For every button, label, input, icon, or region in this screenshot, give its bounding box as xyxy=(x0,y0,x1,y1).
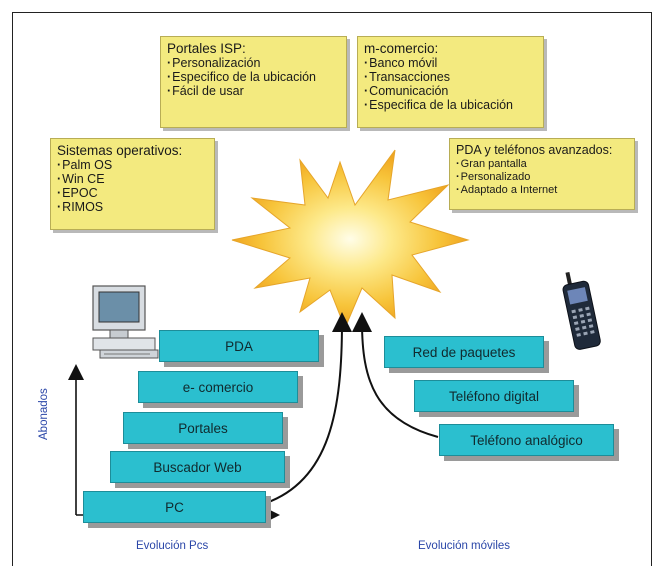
note-item: Fácil de usar xyxy=(167,84,340,98)
step-label: Teléfono digital xyxy=(448,388,540,404)
x-axis-label-pc: Evolución Pcs xyxy=(136,540,209,552)
note-portales-isp: Portales ISP: Personalización Especifico… xyxy=(160,36,347,128)
note-item: Especifica de la ubicación xyxy=(364,98,537,112)
note-item: EPOC xyxy=(57,186,208,200)
step-label: e- comercio xyxy=(182,379,254,395)
note-title: m-comercio: xyxy=(364,41,439,56)
step-label: Portales xyxy=(178,420,228,436)
step-label: Red de paquetes xyxy=(412,344,516,360)
step-buscador-web: Buscador Web xyxy=(110,451,285,483)
mobile-phone-icon xyxy=(562,271,601,350)
y-axis-label: Abonados xyxy=(38,388,50,440)
step-label: PDA xyxy=(225,338,253,354)
note-pda-telefonos: PDA y teléfonos avanzados: Gran pantalla… xyxy=(449,138,635,210)
note-item: Especifico de la ubicación xyxy=(167,70,340,84)
note-item: Palm OS xyxy=(57,158,208,172)
note-item: Adaptado a Internet xyxy=(456,184,628,197)
step-pc: PC xyxy=(83,491,266,523)
step-telefono-analogico: Teléfono analógico xyxy=(439,424,614,456)
note-item: RIMOS xyxy=(57,200,208,214)
note-title: Portales ISP: xyxy=(167,41,246,56)
note-item: Comunicación xyxy=(364,84,537,98)
step-label: Buscador Web xyxy=(153,459,242,475)
note-item: Banco móvil xyxy=(364,56,537,70)
note-sistemas-operativos: Sistemas operativos: Palm OS Win CE EPOC… xyxy=(50,138,215,230)
note-item: Transacciones xyxy=(364,70,537,84)
step-label: Teléfono analógico xyxy=(470,432,583,448)
note-title: Sistemas operativos: xyxy=(57,143,183,158)
step-e-comercio: e- comercio xyxy=(138,371,298,403)
note-m-comercio: m-comercio: Banco móvil Transacciones Co… xyxy=(357,36,544,128)
computer-icon xyxy=(92,285,159,359)
mobile-evolution-arrow xyxy=(352,312,439,438)
note-item: Personalización xyxy=(167,56,340,70)
step-label: PC xyxy=(165,499,184,515)
step-red-de-paquetes: Red de paquetes xyxy=(384,336,544,368)
note-item: Win CE xyxy=(57,172,208,186)
step-telefono-digital: Teléfono digital xyxy=(414,380,574,412)
x-axis-label-mobile: Evolución móviles xyxy=(418,540,511,552)
note-title: PDA y teléfonos avanzados: xyxy=(456,143,613,157)
step-pda: PDA xyxy=(159,330,319,362)
pc-evolution-arrow xyxy=(265,312,352,504)
step-portales: Portales xyxy=(123,412,283,444)
starburst-icon xyxy=(231,149,470,330)
note-item: Gran pantalla xyxy=(456,158,628,171)
note-item: Personalizado xyxy=(456,171,628,184)
